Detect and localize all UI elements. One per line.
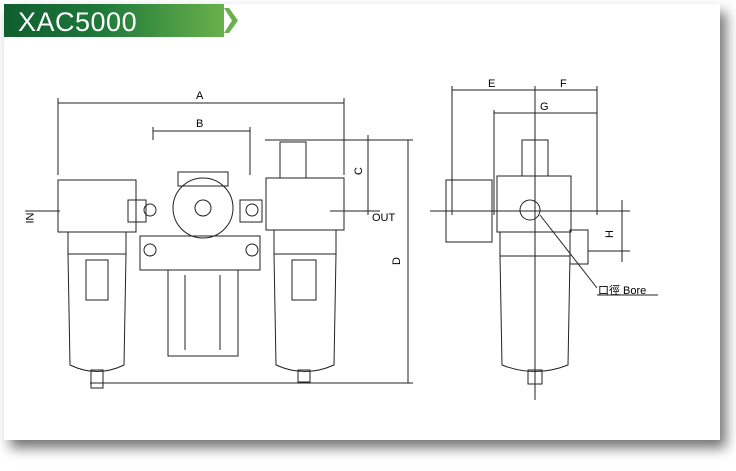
- dimension-g-label: G: [540, 101, 549, 113]
- dimension-d-label: D: [390, 257, 403, 265]
- model-title: XAC5000: [18, 7, 138, 37]
- outlet-label: OUT: [372, 212, 396, 224]
- bore-callout: 口徑 Bore: [598, 285, 647, 297]
- dimension-h-label: H: [603, 230, 616, 238]
- dimension-e-label: E: [488, 78, 496, 90]
- drawing-card: [4, 4, 720, 440]
- dimension-c-label: C: [352, 167, 365, 175]
- dimension-b-label: B: [196, 118, 204, 130]
- inlet-label: IN: [24, 212, 37, 224]
- chevron-right-icon: [224, 8, 238, 33]
- dimension-a-label: A: [196, 90, 204, 102]
- title-banner: XAC5000: [4, 4, 224, 37]
- dimension-f-label: F: [560, 78, 567, 90]
